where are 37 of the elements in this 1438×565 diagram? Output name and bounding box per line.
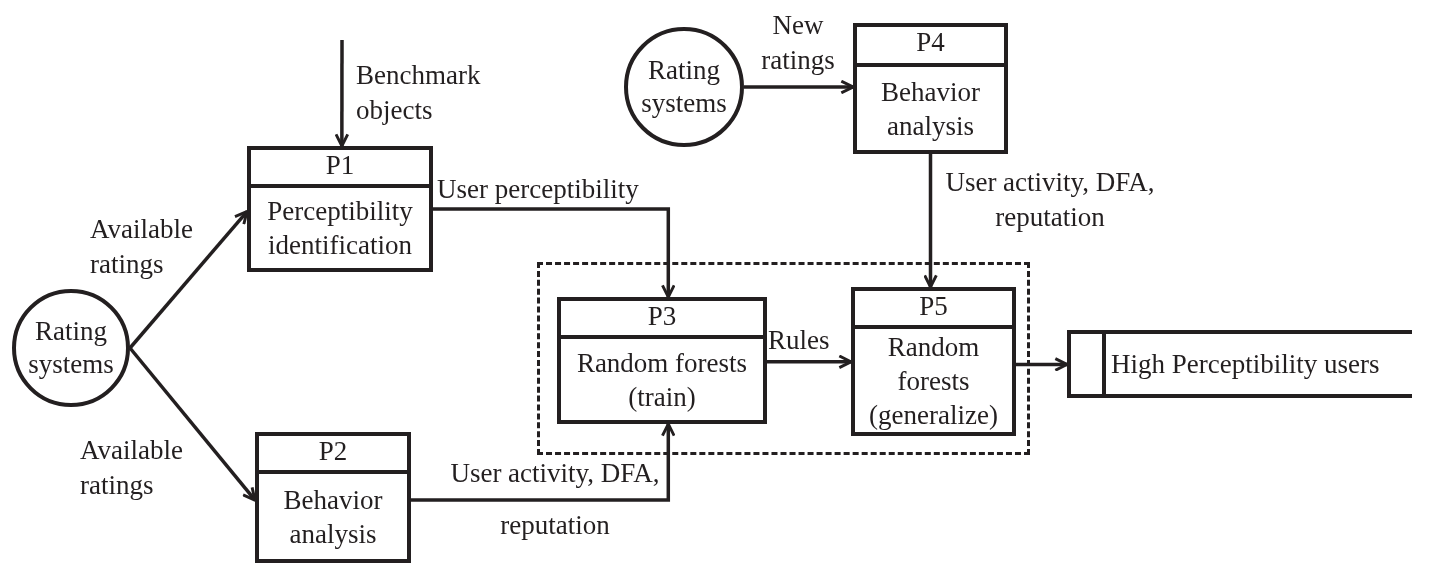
process-box [247, 146, 433, 272]
process-label: Behavior analysis [880, 75, 981, 143]
arrow [1016, 357, 1069, 372]
dashed-group-box [537, 262, 1030, 455]
data-store [1067, 330, 1412, 398]
process-label: Perceptibility identification [266, 195, 414, 262]
process-box [853, 23, 1008, 154]
arrow [923, 154, 938, 289]
edge-label: Available ratings [90, 213, 194, 281]
arrow [767, 354, 853, 370]
arrow [334, 40, 350, 148]
edge-label: Available ratings [80, 434, 184, 502]
process-id: P1 [325, 150, 355, 180]
process-id: P2 [318, 436, 348, 466]
process-box [557, 297, 767, 424]
edge-label: Rules [768, 324, 831, 357]
edge-label: User activity, DFA, reputation [945, 166, 1155, 234]
process-box [255, 432, 411, 563]
process-label: Behavior analysis [282, 483, 384, 551]
arrow [411, 422, 676, 502]
process-box [851, 287, 1016, 436]
entity-label: Rating systems [27, 315, 115, 381]
arrow [744, 79, 855, 95]
edge-label: Benchmark objects [356, 59, 482, 127]
arrow [433, 207, 676, 299]
arrow [128, 346, 257, 502]
store-label: High Perceptibility users [1111, 348, 1380, 381]
process-label: Random forests (train) [575, 346, 749, 414]
process-id: P5 [919, 291, 948, 321]
edge-label: User activity, DFA, reputation [450, 457, 660, 542]
arrow [128, 210, 249, 350]
edge-label: New ratings [760, 9, 836, 77]
process-label: Random forests (generalize) [868, 330, 999, 432]
process-id: P3 [647, 301, 677, 331]
process-id: P4 [916, 27, 945, 57]
edge-label: User perceptibility [437, 173, 640, 206]
entity-label: Rating systems [640, 54, 728, 120]
